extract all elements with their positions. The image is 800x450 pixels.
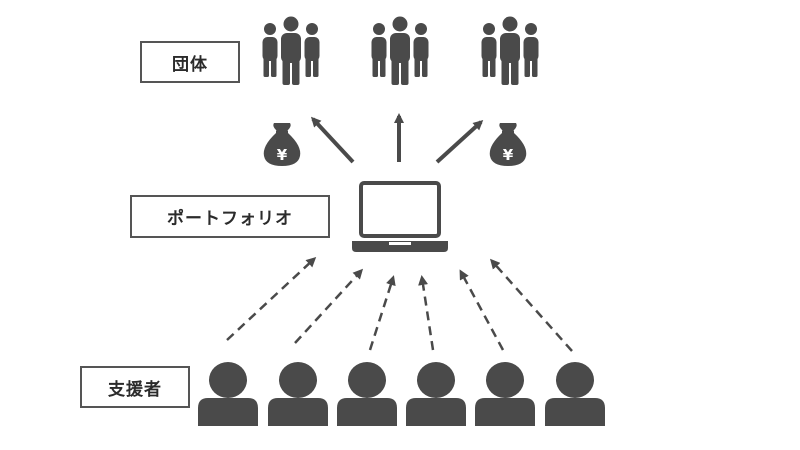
organizations-label-box: 団体 (140, 41, 240, 83)
laptop-icon (352, 181, 448, 252)
portfolio-label: ポートフォリオ (167, 209, 293, 229)
supporter-person-icon (545, 362, 605, 426)
organizations-label: 団体 (172, 54, 208, 75)
funding-arrow (310, 116, 355, 164)
supporter-person-icon (198, 362, 258, 426)
support-arrow (368, 275, 396, 351)
yen-money-bag-icon: ¥ (263, 123, 301, 166)
yen-symbol: ¥ (277, 146, 288, 164)
organization-group-icon (372, 17, 429, 86)
supporter-person-icon (475, 362, 535, 426)
support-arrow (459, 269, 505, 351)
supporter-person-icon (268, 362, 328, 426)
funding-arrow (435, 119, 484, 164)
support-arrow (490, 258, 573, 352)
support-arrow (226, 256, 317, 341)
portfolio-label-box: ポートフォリオ (130, 195, 330, 238)
supporters-label-box: 支援者 (80, 366, 190, 408)
support-arrow (294, 268, 364, 344)
supporter-person-icon (337, 362, 397, 426)
support-arrow (418, 275, 435, 351)
supporters-label: 支援者 (108, 379, 162, 400)
organization-group-icon (263, 17, 320, 86)
supporter-person-icon (406, 362, 466, 426)
yen-symbol: ¥ (503, 146, 514, 164)
organization-group-icon (482, 17, 539, 86)
yen-money-bag-icon: ¥ (489, 123, 527, 166)
